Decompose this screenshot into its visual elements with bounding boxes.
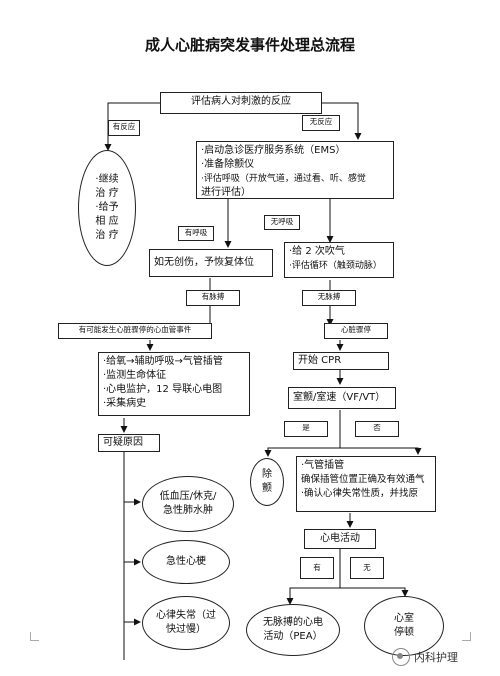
- assess-response-label: 评估病人对刺激的反应: [191, 96, 291, 107]
- intubation-line-3: ·确认心律失常性质，并找原: [301, 488, 419, 499]
- continue-line-5: 治 疗: [95, 230, 119, 241]
- two-breaths-box: ·给 2 次吹气 ·评估循环（触颈动脉）: [284, 242, 394, 278]
- hypotension-line-1: 低血压/休克/: [159, 491, 217, 502]
- continue-line-2: 治 疗: [95, 188, 119, 199]
- page-corner-mark-right: [462, 632, 471, 641]
- present-label: 有: [300, 557, 334, 579]
- continue-line-1: ·继续: [95, 174, 119, 185]
- pea-line-2: 活动（PEA）: [263, 631, 323, 642]
- two-breaths-line-2: ·评估循环（触颈动脉）: [289, 261, 382, 271]
- cardiac-arrest-box: 心脏骤停: [324, 323, 388, 339]
- electrical-activity-box: 心电活动: [304, 529, 376, 549]
- intubation-box: ·气管插管 确保插管位置正确及有效通气 ·确认心律失常性质，并找原: [296, 456, 436, 512]
- yes-label: 是: [284, 421, 328, 437]
- ems-box: ·启动急诊医疗服务系统（EMS） ·准备除颤仪 ·评估呼吸（开放气道，通过看、听…: [196, 141, 394, 199]
- continue-treatment-ellipse: ·继续 治 疗 ·给予 相 应 治 疗: [78, 150, 136, 266]
- arrhythmia-ellipse: 心律失常（过 快过慢）: [142, 596, 230, 650]
- no-response-label: 无反应: [302, 115, 340, 131]
- ems-line-3: ·评估呼吸（开放气道，通过看、听、感觉: [201, 174, 366, 184]
- hypotension-line-2: 急性肺水肿: [163, 505, 213, 516]
- possible-cardiac-event-box: 有可能发生心脏骤停的心血管事件: [58, 323, 212, 339]
- hypotension-ellipse: 低血压/休克/ 急性肺水肿: [142, 476, 234, 532]
- watermark: 内科护理: [392, 648, 458, 666]
- asystole-line-2: 停顿: [394, 627, 414, 638]
- oxygen-line-3: ·心电监护，12 导联心电图: [103, 384, 223, 395]
- asystole-ellipse: 心室 停顿: [364, 596, 444, 656]
- pea-line-1: 无脉搏的心电: [263, 617, 323, 628]
- possible-cause-box: 可疑原因: [98, 434, 160, 452]
- recovery-position-box: 如无创伤，予恢复体位: [149, 249, 273, 277]
- has-response-label: 有反应: [108, 120, 140, 136]
- wechat-icon: [392, 648, 410, 666]
- two-breaths-line-1: ·给 2 次吹气: [289, 246, 345, 257]
- oxygen-line-4: ·采集病史: [103, 398, 147, 409]
- assess-response-box: 评估病人对刺激的反应: [160, 92, 322, 114]
- defib-line-1: 除: [262, 469, 272, 480]
- start-cpr-box: 开始 CPR: [293, 352, 389, 370]
- ems-line-2: ·准备除颤仪: [201, 159, 255, 170]
- ems-line-1: ·启动急诊医疗服务系统（EMS）: [201, 145, 346, 156]
- page-title: 成人心脏病突发事件处理总流程: [144, 36, 355, 54]
- has-breathing-label: 有呼吸: [178, 226, 214, 241]
- no-breathing-label: 无呼吸: [264, 215, 300, 230]
- no-pulse-label: 无脉搏: [302, 290, 356, 306]
- intubation-line-2: 确保插管位置正确及有效通气: [301, 474, 425, 485]
- oxygen-line-2: ·监测生命体征: [103, 370, 167, 381]
- continue-line-3: ·给予: [95, 202, 119, 213]
- defibrillation-ellipse: 除 颤: [250, 458, 284, 506]
- absent-label: 无: [350, 557, 384, 579]
- intubation-line-1: ·气管插管: [301, 460, 345, 471]
- continue-line-4: 相 应: [95, 216, 119, 227]
- has-pulse-label: 有脉搏: [186, 290, 240, 306]
- defib-line-2: 颤: [262, 483, 272, 494]
- oxygen-line-1: ·给氧→辅助呼吸→气管插管: [103, 356, 223, 367]
- asystole-line-1: 心室: [394, 613, 414, 624]
- arrhythmia-line-1: 心律失常（过: [156, 610, 216, 621]
- ems-line-4: 进行评估）: [201, 187, 251, 198]
- oxygen-monitoring-box: ·给氧→辅助呼吸→气管插管 ·监测生命体征 ·心电监护，12 导联心电图 ·采集…: [98, 352, 250, 416]
- arrhythmia-line-2: 快过慢）: [166, 624, 206, 635]
- no-label: 否: [355, 421, 399, 437]
- vf-vt-box: 室颤/室速（VF/VT）: [288, 387, 396, 409]
- page-corner-mark-left: [30, 632, 39, 641]
- pea-ellipse: 无脉搏的心电 活动（PEA）: [246, 604, 340, 656]
- watermark-text: 内科护理: [414, 651, 458, 664]
- acute-mi-ellipse: 急性心梗: [142, 540, 230, 584]
